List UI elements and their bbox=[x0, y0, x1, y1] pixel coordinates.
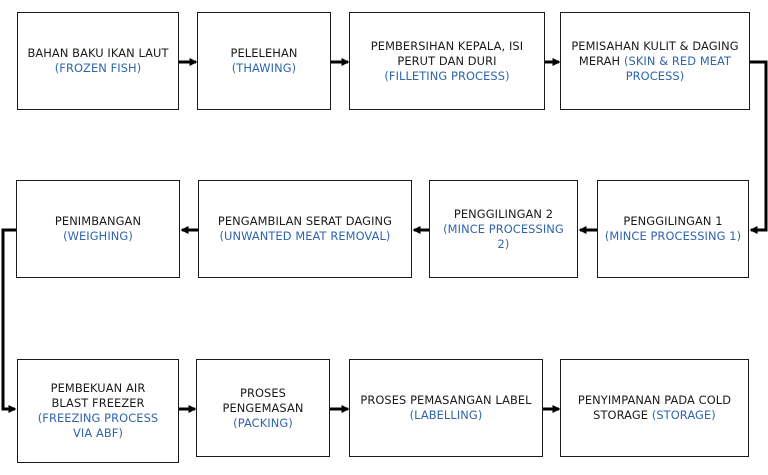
step-label: PELELEHAN bbox=[230, 46, 298, 60]
step-label: PEMISAHAN KULIT & DAGING MERAH bbox=[571, 38, 739, 68]
step-label: PROSES PENGEMASAN bbox=[222, 385, 304, 415]
step-label: PENYIMPANAN PADA COLD STORAGE bbox=[577, 393, 732, 422]
step-text: PELELEHAN (THAWING) bbox=[231, 46, 298, 76]
step-label-english: (FROZEN FISH) bbox=[54, 61, 142, 75]
step-text: PENGAMBILAN SERAT DAGING (UNWANTED MEAT … bbox=[218, 214, 392, 244]
step-text: PROSES PENGEMASAN (PACKING) bbox=[215, 386, 311, 431]
step-label-english: (PACKING) bbox=[233, 415, 293, 430]
step-box-freezing: PEMBEKUAN AIR BLAST FREEZER (FREEZING PR… bbox=[17, 359, 179, 463]
step-box-filleting: PEMBERSIHAN KEPALA, ISI PERUT DAN DURI (… bbox=[349, 12, 545, 110]
step-box-mince-1: PENGGILINGAN 1 (MINCE PROCESSING 1) bbox=[597, 180, 749, 278]
step-label-english: (STORAGE) bbox=[651, 408, 716, 422]
step-label: PEMBEKUAN AIR BLAST FREEZER bbox=[50, 381, 146, 410]
step-text: PENYIMPANAN PADA COLD STORAGE (STORAGE) bbox=[575, 393, 734, 423]
step-text: PENGGILINGAN 1 (MINCE PROCESSING 1) bbox=[605, 214, 741, 244]
step-text: PENGGILINGAN 2 (MINCE PROCESSING 2) bbox=[436, 207, 571, 252]
step-label-english: (WEIGHING) bbox=[63, 229, 133, 243]
step-label: PENIMBANGAN bbox=[54, 214, 142, 228]
step-label-english: (THAWING) bbox=[231, 61, 297, 75]
step-box-unwanted-meat-removal: PENGAMBILAN SERAT DAGING (UNWANTED MEAT … bbox=[198, 180, 412, 278]
step-text: PROSES PEMASANGAN LABEL (LABELLING) bbox=[360, 393, 531, 423]
step-box-skin-red-meat: PEMISAHAN KULIT & DAGING MERAH (SKIN & R… bbox=[560, 12, 750, 110]
step-box-packing: PROSES PENGEMASAN (PACKING) bbox=[196, 359, 330, 457]
step-text: PEMISAHAN KULIT & DAGING MERAH (SKIN & R… bbox=[569, 39, 741, 84]
step-box-mince-2: PENGGILINGAN 2 (MINCE PROCESSING 2) bbox=[429, 180, 578, 278]
step-label: PENGGILINGAN 1 bbox=[623, 214, 723, 228]
step-text: PENIMBANGAN (WEIGHING) bbox=[55, 214, 141, 244]
step-label: PENGAMBILAN SERAT DAGING bbox=[217, 214, 393, 228]
step-label: PENGGILINGAN 2 bbox=[453, 206, 554, 221]
step-label-english: (LABELLING) bbox=[409, 408, 483, 422]
step-label-english: (FREEZING PROCESS VIA ABF) bbox=[37, 411, 159, 440]
step-label: PROSES PEMASANGAN LABEL bbox=[360, 393, 532, 407]
step-label-english: (SKIN & RED MEAT PROCESS) bbox=[623, 53, 732, 83]
step-label-english: (FILLETING PROCESS) bbox=[384, 68, 510, 83]
arrow-skin-to-mince-1 bbox=[749, 60, 768, 234]
step-box-storage: PENYIMPANAN PADA COLD STORAGE (STORAGE) bbox=[560, 359, 749, 457]
step-box-frozen-fish: BAHAN BAKU IKAN LAUT (FROZEN FISH) bbox=[17, 12, 179, 110]
step-label-english: (MINCE PROCESSING 2) bbox=[443, 221, 564, 251]
step-label: PEMBERSIHAN KEPALA, ISI PERUT DAN DURI bbox=[370, 38, 524, 68]
step-box-labelling: PROSES PEMASANGAN LABEL (LABELLING) bbox=[349, 359, 543, 457]
arrow-weighing-to-freezing bbox=[1, 228, 17, 413]
step-text: BAHAN BAKU IKAN LAUT (FROZEN FISH) bbox=[27, 46, 168, 76]
step-label-english: (MINCE PROCESSING 1) bbox=[604, 229, 742, 243]
step-label-english: (UNWANTED MEAT REMOVAL) bbox=[219, 229, 391, 243]
step-box-weighing: PENIMBANGAN (WEIGHING) bbox=[16, 180, 180, 278]
step-text: PEMBEKUAN AIR BLAST FREEZER (FREEZING PR… bbox=[32, 381, 164, 441]
step-label: BAHAN BAKU IKAN LAUT bbox=[27, 46, 169, 60]
step-text: PEMBERSIHAN KEPALA, ISI PERUT DAN DURI (… bbox=[368, 39, 526, 84]
step-box-thawing: PELELEHAN (THAWING) bbox=[197, 12, 331, 110]
